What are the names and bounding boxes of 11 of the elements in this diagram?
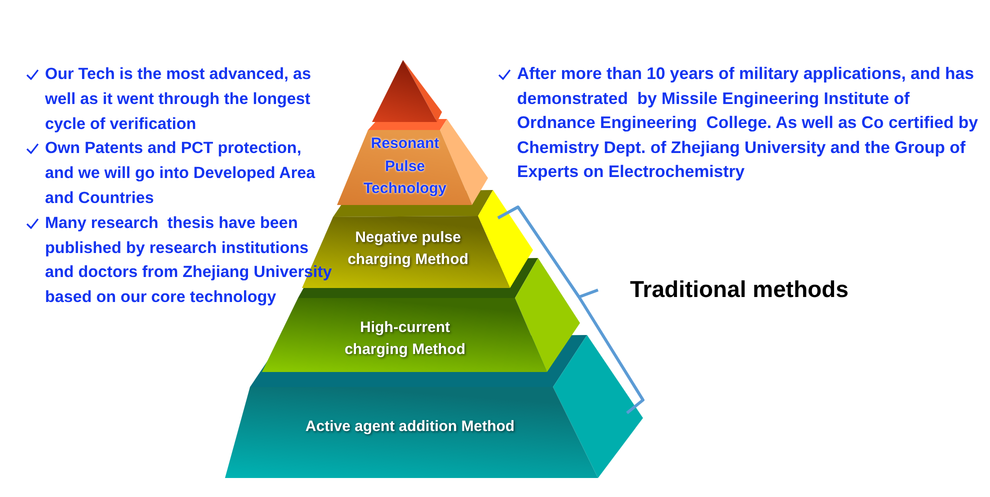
pyramid-apex (372, 60, 437, 122)
pyramid-layer (225, 387, 598, 478)
note-text: Our Tech is the most advanced, as well as it went through the longest cycle of verification (45, 64, 312, 135)
bracket-label: Traditional methods (630, 276, 849, 303)
note-text: Own Patents and PCT protection, and we will go into Developed Area and Countries (45, 138, 316, 209)
layer-label: Negative pulse charging Method (346, 228, 470, 270)
layer-label: High-current charging Method (344, 318, 466, 360)
pyramid-layer (337, 130, 472, 205)
layer-label: Resonant Pulse Technology (362, 134, 448, 199)
layer-label: Active agent addition Method (304, 417, 516, 437)
note-text: After more than 10 years of military applications, and has demonstrated by Missile Engineering Institute of Ordnance Engineering College. As well as Co certified by Chemistry Dept. of Zhejiang University and the Group of Experts on Electrochemistry (517, 63, 979, 184)
